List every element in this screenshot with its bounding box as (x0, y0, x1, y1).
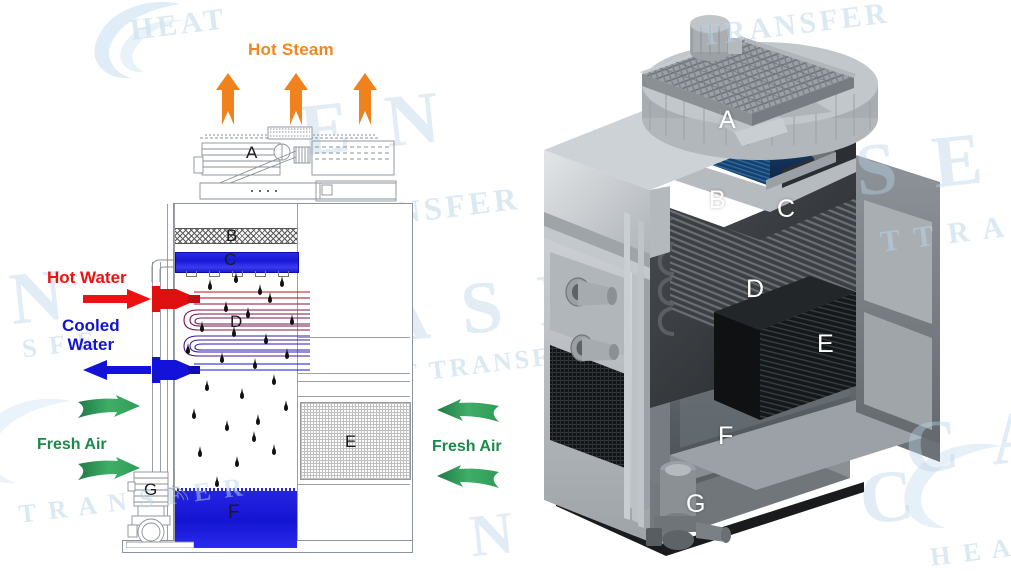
air-inlet-louver-mesh (300, 402, 411, 480)
cooled-water-label-line2: Water (67, 335, 115, 354)
hot-steam-arrow-1 (216, 73, 240, 125)
photo-label-D: D (746, 275, 765, 303)
droplet (225, 424, 229, 431)
fresh-air-arrow-left-1 (78, 395, 140, 418)
droplet (186, 347, 190, 354)
droplet (253, 362, 257, 369)
hot-steam-arrow-3 (353, 73, 377, 125)
diagram-label-D: D (230, 312, 243, 331)
droplet (234, 276, 238, 283)
diagram-label-C: C (224, 250, 237, 269)
water-distribution-bar (175, 252, 299, 273)
schematic-diagram: Hot Steam (0, 0, 520, 586)
droplet (258, 288, 262, 295)
diagram-label-E: E (345, 432, 357, 451)
droplet (220, 356, 224, 363)
droplet (224, 305, 228, 312)
riser-pipe-outer (152, 262, 153, 552)
hot-water-inlet-nozzle (152, 286, 200, 312)
droplet (268, 296, 272, 303)
watermark-text: TRANSFER (698, 0, 892, 53)
photo-label-B: B (709, 186, 726, 214)
photo-label-G: G (686, 490, 706, 518)
watermark-text: H E A T (928, 529, 1011, 572)
cooled-water-arrow (83, 360, 151, 380)
hot-water-label: Hot Water (47, 268, 127, 287)
circulating-pump-lineart (126, 471, 194, 548)
riser-pipe-elbow (151, 259, 178, 282)
riser-pipe-inner (160, 262, 161, 552)
droplet (205, 384, 209, 391)
diagram-label-G: G (144, 480, 158, 499)
spray-nozzle-2 (209, 271, 220, 277)
diagram-label-B: B (226, 226, 238, 245)
hot-steam-arrow-2 (284, 73, 308, 125)
drift-eliminator-hatch (175, 228, 297, 244)
droplet (284, 404, 288, 411)
fresh-air-label-right: Fresh Air (432, 438, 502, 455)
watermark-text: S E N (851, 107, 1011, 213)
watermark-text: T T R A (878, 210, 1010, 259)
hot-steam-label: Hot Steam (248, 40, 334, 59)
cooled-water-label: Cooled Water (62, 316, 120, 354)
heat-exchange-coil-lineart (183, 291, 310, 371)
droplet (246, 311, 250, 318)
droplet (192, 412, 196, 419)
droplet (272, 448, 276, 455)
cabinet-inner-wall (297, 204, 298, 549)
diagram-label-A: A (246, 143, 258, 162)
photo-label-F: F (718, 422, 734, 450)
droplet (256, 418, 260, 425)
droplet (272, 378, 276, 385)
droplet (240, 392, 244, 399)
droplet (200, 325, 204, 332)
cabinet-divider-3 (298, 381, 410, 382)
droplet (198, 450, 202, 457)
cooled-water-label-line1: Cooled (62, 316, 120, 335)
spray-nozzle-4 (255, 271, 266, 277)
fresh-air-label-left: Fresh Air (37, 436, 107, 453)
droplet (290, 318, 294, 325)
hot-water-arrow (83, 289, 151, 309)
cabinet-divider-4 (298, 396, 410, 397)
watermark-text: C (855, 452, 927, 542)
droplet (252, 435, 256, 442)
water-basin-fill (175, 488, 297, 548)
cooling-tower-3d (544, 15, 940, 556)
droplet (215, 480, 219, 487)
fresh-air-arrow-left-2 (78, 457, 140, 480)
droplet (280, 280, 284, 287)
fresh-air-arrow-right-1 (437, 399, 499, 422)
droplet (208, 283, 212, 290)
cutaway-render: A B C D E F G (520, 0, 1011, 586)
droplet (264, 337, 268, 344)
watermark-text: C A (901, 393, 1011, 491)
watermark-text: N (466, 498, 524, 570)
watermark-text: T R A N S F E R (17, 472, 247, 529)
fresh-air-arrow-right-2 (437, 465, 499, 488)
cabinet-divider-5 (298, 484, 410, 485)
photo-label-C: C (777, 195, 796, 223)
cabinet-divider-2 (298, 373, 410, 374)
spray-nozzle-1 (186, 271, 197, 277)
droplet (235, 460, 239, 467)
spray-nozzle-5 (278, 271, 289, 277)
cabinet-divider-1 (298, 337, 410, 338)
fan-motor-assembly-lineart (193, 126, 397, 202)
droplet (232, 330, 236, 337)
diagram-label-F: F (228, 502, 240, 523)
droplet (285, 352, 289, 359)
photo-label-E: E (817, 330, 834, 358)
photo-label-A: A (719, 106, 736, 134)
